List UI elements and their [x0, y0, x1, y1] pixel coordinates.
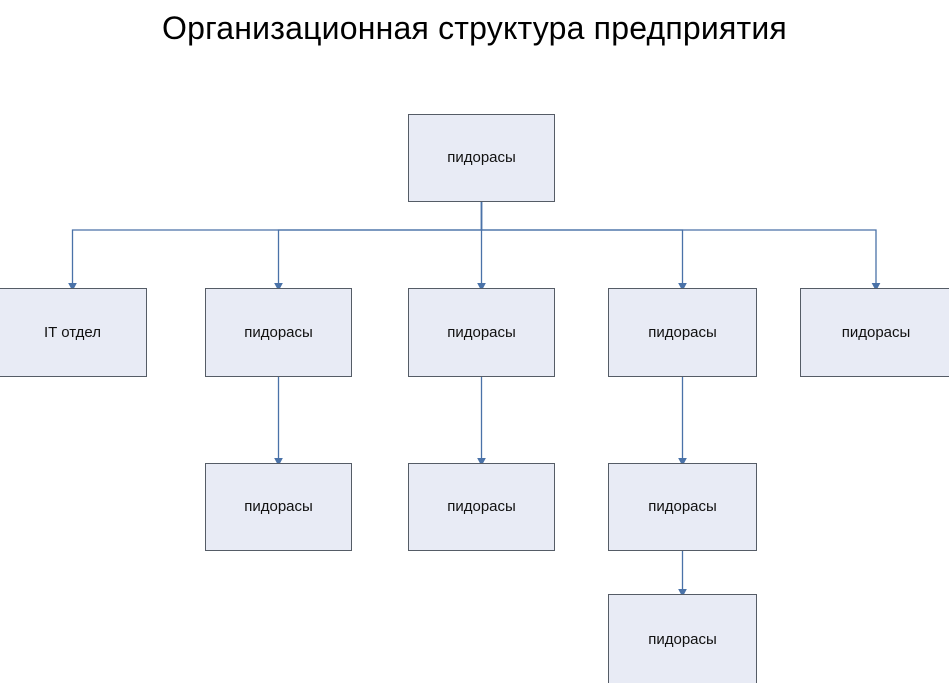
org-node-c2a[interactable]: пидорасы [205, 463, 352, 551]
org-node-label: пидорасы [648, 631, 717, 648]
org-node-c2[interactable]: пидорасы [205, 288, 352, 377]
org-node-c3a[interactable]: пидорасы [408, 463, 555, 551]
org-node-c4a[interactable]: пидорасы [608, 463, 757, 551]
org-node-root[interactable]: пидорасы [408, 114, 555, 202]
org-node-label: пидорасы [841, 323, 911, 341]
org-node-label: пидорасы [447, 323, 516, 341]
org-node-c4[interactable]: пидорасы [608, 288, 757, 377]
org-node-label: пидорасы [447, 149, 516, 166]
org-node-c1[interactable]: IT отдел [0, 288, 147, 377]
org-node-label: пидорасы [244, 323, 313, 341]
connector-root-to-c5 [480, 202, 881, 292]
connector-root-to-c4 [480, 202, 687, 292]
org-node-c5[interactable]: пидорасы [800, 288, 949, 377]
connector-root-to-c1 [68, 202, 483, 292]
org-node-label: пидорасы [244, 498, 313, 515]
org-node-c4b[interactable]: пидорасы [608, 594, 757, 683]
org-node-c3[interactable]: пидорасы [408, 288, 555, 377]
org-node-label: пидорасы [648, 323, 717, 341]
org-node-label: пидорасы [447, 498, 516, 515]
connector-root-to-c2 [274, 202, 483, 292]
org-node-label: IT отдел [44, 323, 101, 341]
org-node-label: пидорасы [648, 498, 717, 515]
page-title: Организационная структура предприятия [162, 10, 787, 46]
